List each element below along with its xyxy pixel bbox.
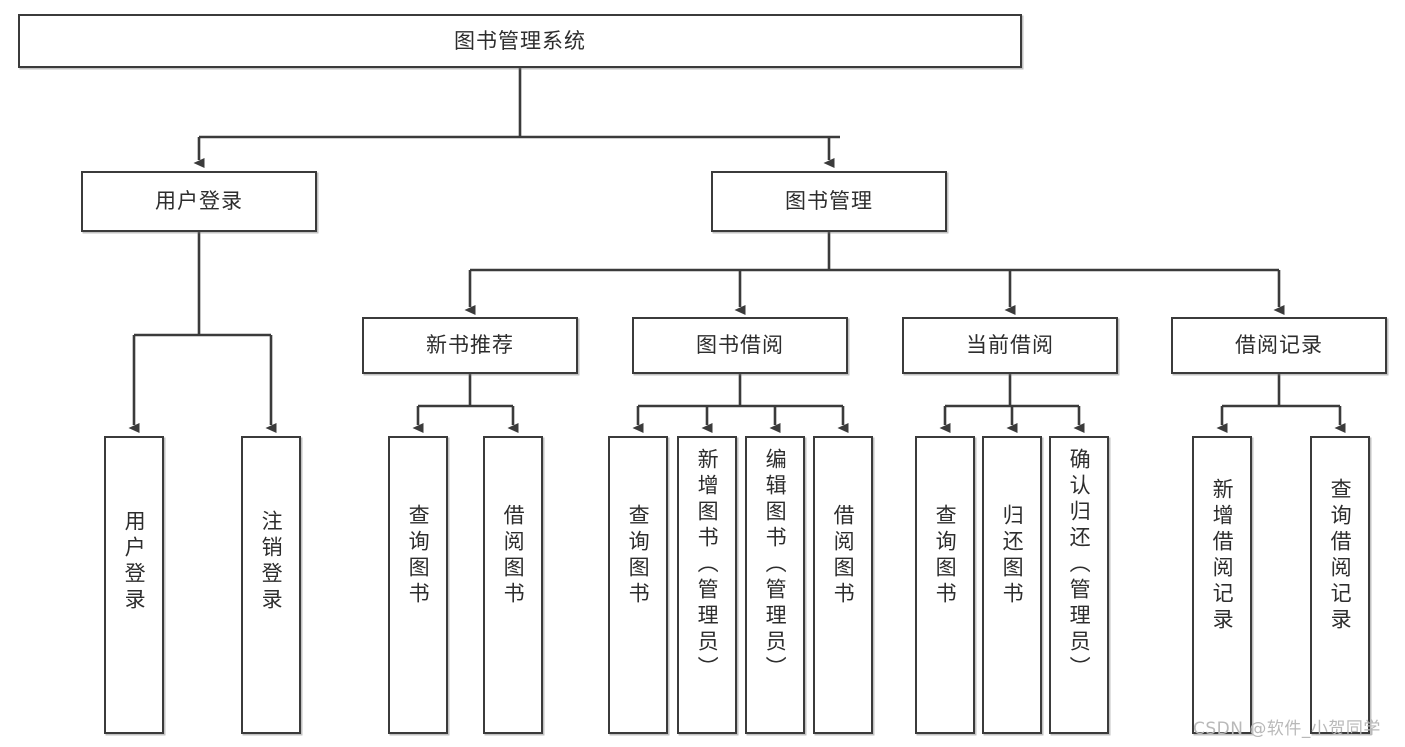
- leaf-borrow-book[interactable]: 借阅图书: [813, 436, 873, 734]
- leaf-edit-book-admin-label: 编辑图书（管理员）: [763, 448, 788, 682]
- leaf-add-borrow-record[interactable]: 新增借阅记录: [1192, 436, 1252, 734]
- leaf-query-borrow-record-label: 查询借阅记录: [1328, 478, 1353, 634]
- node-borrow-record[interactable]: 借阅记录: [1171, 317, 1387, 374]
- leaf-user-logout[interactable]: 注销登录: [241, 436, 301, 734]
- csdn-watermark: CSDN @软件_小贺同学: [1193, 719, 1381, 739]
- node-book-borrow[interactable]: 图书借阅: [632, 317, 848, 374]
- leaf-borrow-book-label: 借阅图书: [831, 504, 856, 608]
- node-root[interactable]: 图书管理系统: [18, 14, 1022, 68]
- node-root-label: 图书管理系统: [454, 28, 586, 53]
- leaf-query-book-recommend[interactable]: 查询图书: [388, 436, 448, 734]
- leaf-query-book-borrow[interactable]: 查询图书: [608, 436, 668, 734]
- node-book-management-label: 图书管理: [785, 189, 873, 214]
- leaf-query-book-borrow-label: 查询图书: [626, 504, 651, 608]
- node-book-borrow-label: 图书借阅: [696, 333, 784, 358]
- leaf-confirm-return-admin-label: 确认归还（管理员）: [1067, 448, 1092, 682]
- leaf-query-book-current-label: 查询图书: [933, 504, 958, 608]
- node-user-login[interactable]: 用户登录: [81, 171, 317, 232]
- leaf-query-book-current[interactable]: 查询图书: [915, 436, 975, 734]
- leaf-add-book-admin-label: 新增图书（管理员）: [695, 448, 720, 682]
- leaf-user-logout-label: 注销登录: [259, 510, 284, 614]
- leaf-add-book-admin[interactable]: 新增图书（管理员）: [677, 436, 737, 734]
- leaf-borrow-book-recommend-label: 借阅图书: [501, 504, 526, 608]
- node-book-management[interactable]: 图书管理: [711, 171, 947, 232]
- node-new-book-recommend[interactable]: 新书推荐: [362, 317, 578, 374]
- leaf-user-login-label: 用户登录: [122, 510, 147, 614]
- node-user-login-label: 用户登录: [155, 189, 243, 214]
- leaf-query-book-recommend-label: 查询图书: [406, 504, 431, 608]
- node-new-book-recommend-label: 新书推荐: [426, 333, 514, 358]
- leaf-query-borrow-record[interactable]: 查询借阅记录: [1310, 436, 1370, 734]
- leaf-add-borrow-record-label: 新增借阅记录: [1210, 478, 1235, 634]
- leaf-edit-book-admin[interactable]: 编辑图书（管理员）: [745, 436, 805, 734]
- node-current-borrow-label: 当前借阅: [966, 333, 1054, 358]
- leaf-return-book[interactable]: 归还图书: [982, 436, 1042, 734]
- leaf-user-login[interactable]: 用户登录: [104, 436, 164, 734]
- leaf-borrow-book-recommend[interactable]: 借阅图书: [483, 436, 543, 734]
- leaf-confirm-return-admin[interactable]: 确认归还（管理员）: [1049, 436, 1109, 734]
- node-current-borrow[interactable]: 当前借阅: [902, 317, 1118, 374]
- leaf-return-book-label: 归还图书: [1000, 504, 1025, 608]
- node-borrow-record-label: 借阅记录: [1235, 333, 1323, 358]
